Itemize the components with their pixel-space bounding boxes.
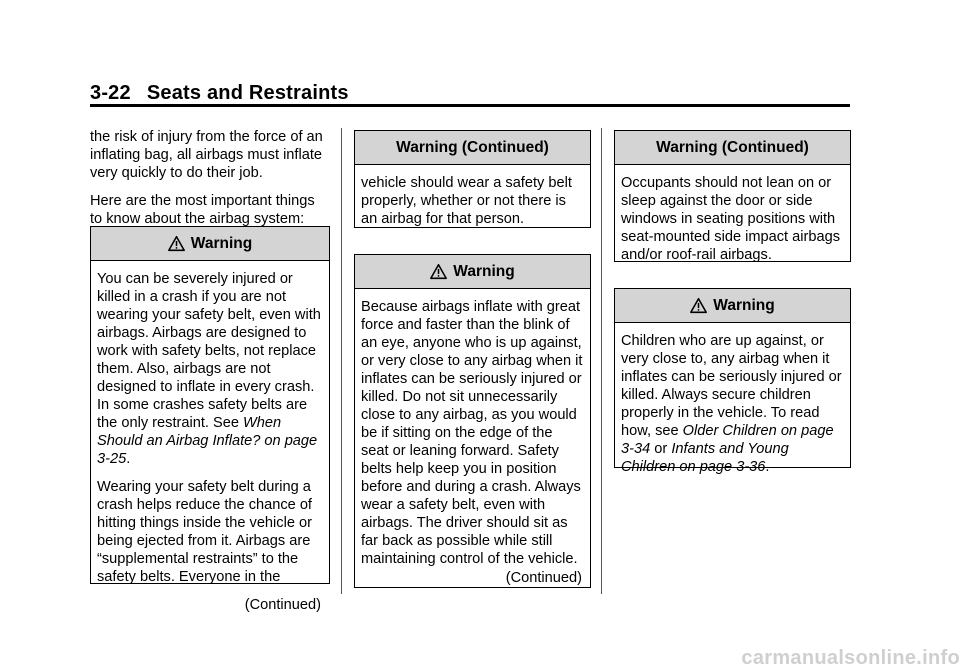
warning-body: vehicle should wear a safety belt proper… [355, 165, 590, 234]
warning-text-part: Children who are up against, or very clo… [621, 333, 842, 439]
warning-triangle-icon [430, 263, 448, 280]
warning-body: You can be severely injured or killed in… [91, 261, 329, 620]
airbag-list-intro: Here are the most important things to kn… [90, 193, 315, 227]
warning-body: Because airbags inflate with great force… [355, 289, 590, 593]
warning-box-header: Warning (Continued) [355, 131, 590, 165]
cross-reference-link[interactable]: Infants and Young Children on page 3-36 [621, 441, 789, 475]
warning-text: Because airbags inflate with great force… [361, 299, 583, 567]
warning-text: You can be severely injured or killed in… [97, 271, 321, 431]
punctuation: . [126, 451, 131, 467]
warning-box-1: Warning You can be severely injured or k… [90, 226, 330, 613]
warning-box-3: Warning Children who are up against, or … [614, 288, 851, 475]
header-rule [90, 104, 850, 107]
warning-box-header: Warning (Continued) [615, 131, 850, 165]
warning-body: Occupants should not lean on or sleep ag… [615, 165, 850, 270]
section-title: Seats and Restraints [146, 82, 349, 104]
warning-box-header: Warning [615, 289, 850, 323]
warning-continued-title: Warning (Continued) [656, 138, 809, 156]
warning-box-2: Warning Because airbags inflate with gre… [354, 254, 591, 588]
continued-label: (Continued) [505, 570, 582, 586]
column-divider-1 [341, 128, 342, 594]
warning-title: Warning [713, 296, 775, 314]
watermark: carmanualsonline.info [741, 647, 960, 669]
warning-continued-title: Warning (Continued) [396, 138, 549, 156]
warning-text: vehicle should wear a safety belt proper… [361, 175, 572, 227]
warning-box-header: Warning [355, 255, 590, 289]
warning-text: Occupants should not lean on or sleep ag… [621, 175, 841, 263]
page-number: 3-22 [90, 82, 131, 104]
warning-text: Children who are up against, or very clo… [621, 332, 844, 476]
intro-paragraph: the risk of injury from the force of an … [90, 129, 323, 181]
warning-paragraph-2: Wearing your safety belt during a crash … [97, 479, 312, 585]
warning-title: Warning [190, 234, 253, 252]
column-1: the risk of injury from the force of an … [90, 128, 330, 238]
conjunction: or [650, 441, 672, 457]
warning-body: Children who are up against, or very clo… [615, 323, 850, 482]
page-header: 3-22 Seats and Restraints [90, 82, 349, 105]
column-divider-2 [601, 128, 602, 594]
warning-triangle-icon [690, 297, 708, 314]
punctuation: . [765, 459, 770, 475]
cross-reference-link[interactable]: Older Children on page 3-34 [621, 423, 834, 457]
warning-box-header: Warning [91, 227, 329, 261]
continued-label: (Continued) [244, 597, 321, 613]
warning-triangle-icon [167, 235, 185, 252]
warning-continued-box-3: Warning (Continued) Occupants should not… [614, 130, 851, 263]
cross-reference-link[interactable]: When Should an Airbag Inflate? on page 3… [97, 415, 318, 467]
warning-paragraph-1: You can be severely injured or killed in… [97, 270, 323, 468]
warning-title: Warning [453, 262, 515, 280]
warning-continued-box-2: Warning (Continued) vehicle should wear … [354, 130, 591, 228]
